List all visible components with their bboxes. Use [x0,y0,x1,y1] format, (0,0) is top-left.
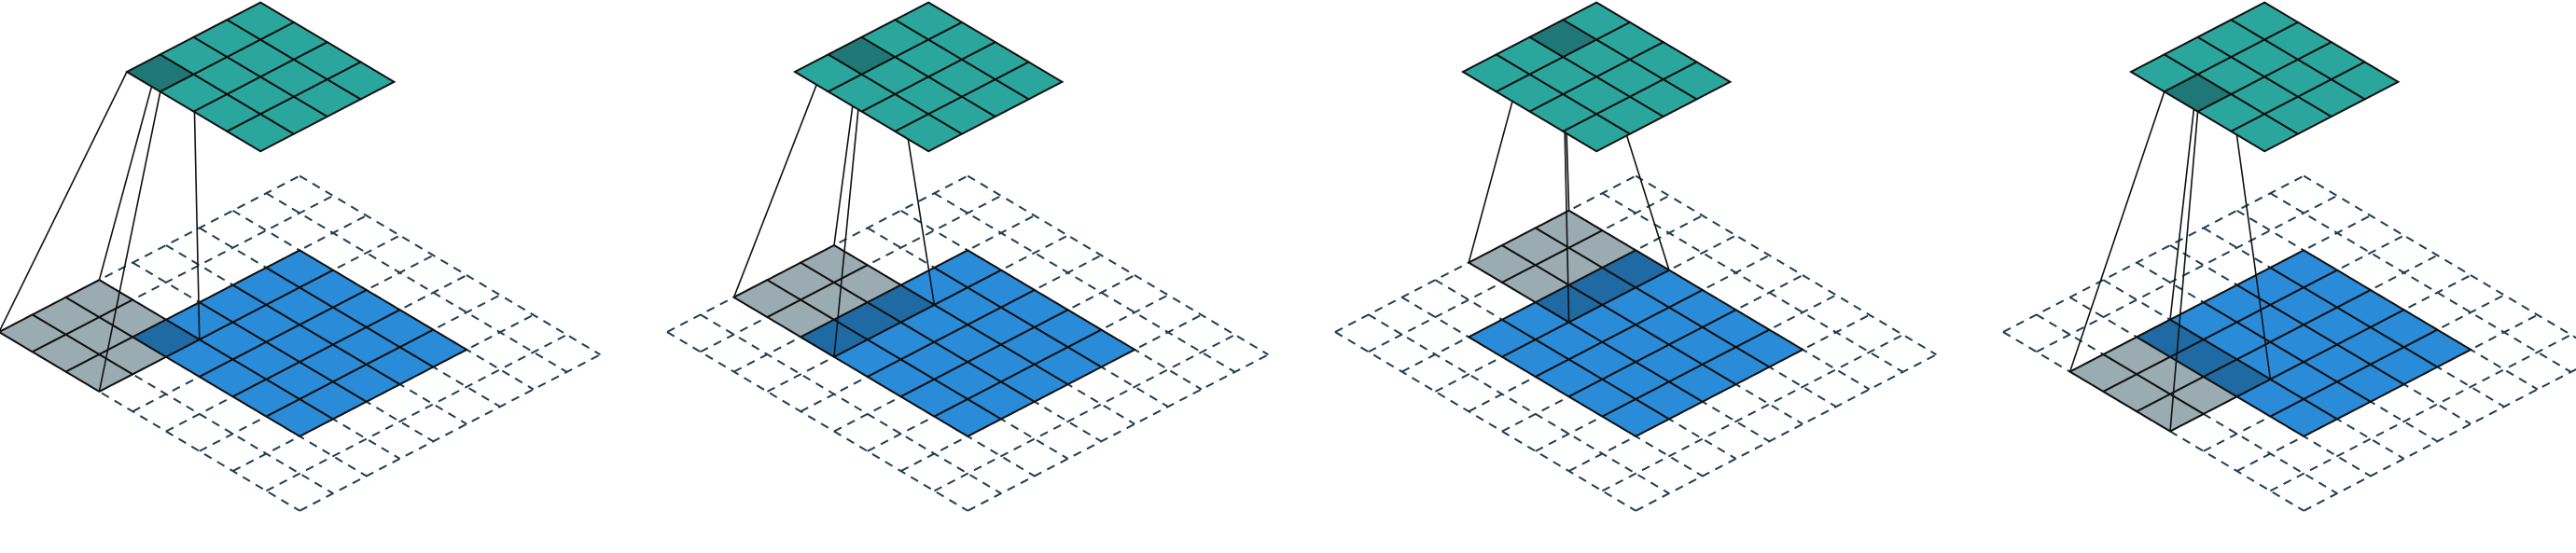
padding-line [1535,227,1837,408]
kernel-window [0,279,202,394]
padding-line [32,195,334,353]
projection-line [2068,91,2165,372]
padding-line [2269,334,2572,492]
padding-line [967,174,1269,356]
projection-line [2169,111,2199,432]
output-grid [2128,1,2401,153]
output-cell [1661,61,1733,101]
panel-2 [666,36,1269,512]
padding-line [833,244,1135,425]
projection-lines [0,54,201,393]
panel-3 [1334,20,1937,512]
padding-line [900,209,1203,391]
padding-line [800,261,1102,443]
output-grid [124,1,397,153]
padding-line [1401,296,1704,477]
padding-line [65,296,368,477]
padding-line [2002,174,2304,333]
padding-line [232,209,535,391]
padding-line [132,261,434,443]
padding-line [2303,367,2576,512]
padding-line [1601,334,1904,492]
padding-line [265,192,568,373]
projection-line [2230,93,2272,380]
padding-line [1635,353,1937,512]
panel-1 [0,54,601,512]
output-grid [792,1,1065,153]
output-cell [2329,61,2401,101]
padding-line [1334,331,1636,512]
padding-line [199,227,501,408]
padding-line [700,313,1002,494]
padding-line [1434,279,1737,460]
padding-line [1568,209,1871,391]
padding-line [2136,261,2438,443]
padding-line [2303,174,2576,339]
input-grid [131,249,469,438]
input-cell [1734,328,1805,368]
padding-line [666,331,968,512]
projection-line [98,54,161,281]
output-grid [1460,1,1733,153]
padding-line [2002,331,2304,512]
padding-line [1368,313,1670,494]
projection-line [732,54,829,298]
padding-line [299,174,601,356]
output-cell [993,61,1065,101]
input-grid [2135,249,2473,438]
projection-line [2169,74,2199,320]
projection-line [192,74,201,340]
padding-line [867,227,1169,408]
kernel-window [1467,209,1672,324]
padding-line [165,244,467,425]
padding-line [733,296,1036,477]
padding-line [2036,195,2338,353]
kernel-window [731,243,937,358]
padding-line [1601,192,1904,373]
padding-line [933,334,1236,492]
padding-line [2169,244,2472,425]
output-cell [325,61,397,101]
padding-line [2036,313,2338,494]
padding-line [766,279,1069,460]
padding-line [98,279,401,460]
input-cell [1065,328,1137,368]
projection-line [0,71,128,332]
padding-line [1635,174,1937,356]
projection-line [833,74,863,357]
projection-line [98,91,161,393]
padding-line [0,331,300,512]
padding-line [2269,192,2572,373]
projection-lines [2068,74,2272,432]
kernel-window [2068,318,2273,433]
input-cell [397,328,469,368]
padding-line [933,192,1236,373]
padding-line [1468,261,1770,443]
padding-line [0,174,300,333]
padding-line [299,353,601,512]
input-cell [2402,328,2473,368]
padding-line [967,353,1269,512]
padding-line [2203,227,2505,408]
padding-line [2069,296,2372,477]
padding-line [2236,209,2539,391]
padding-line [2102,279,2405,460]
padding-line [1501,244,1803,425]
panel-4 [2002,74,2576,512]
padding-line [265,334,568,492]
padding-line [32,313,334,494]
